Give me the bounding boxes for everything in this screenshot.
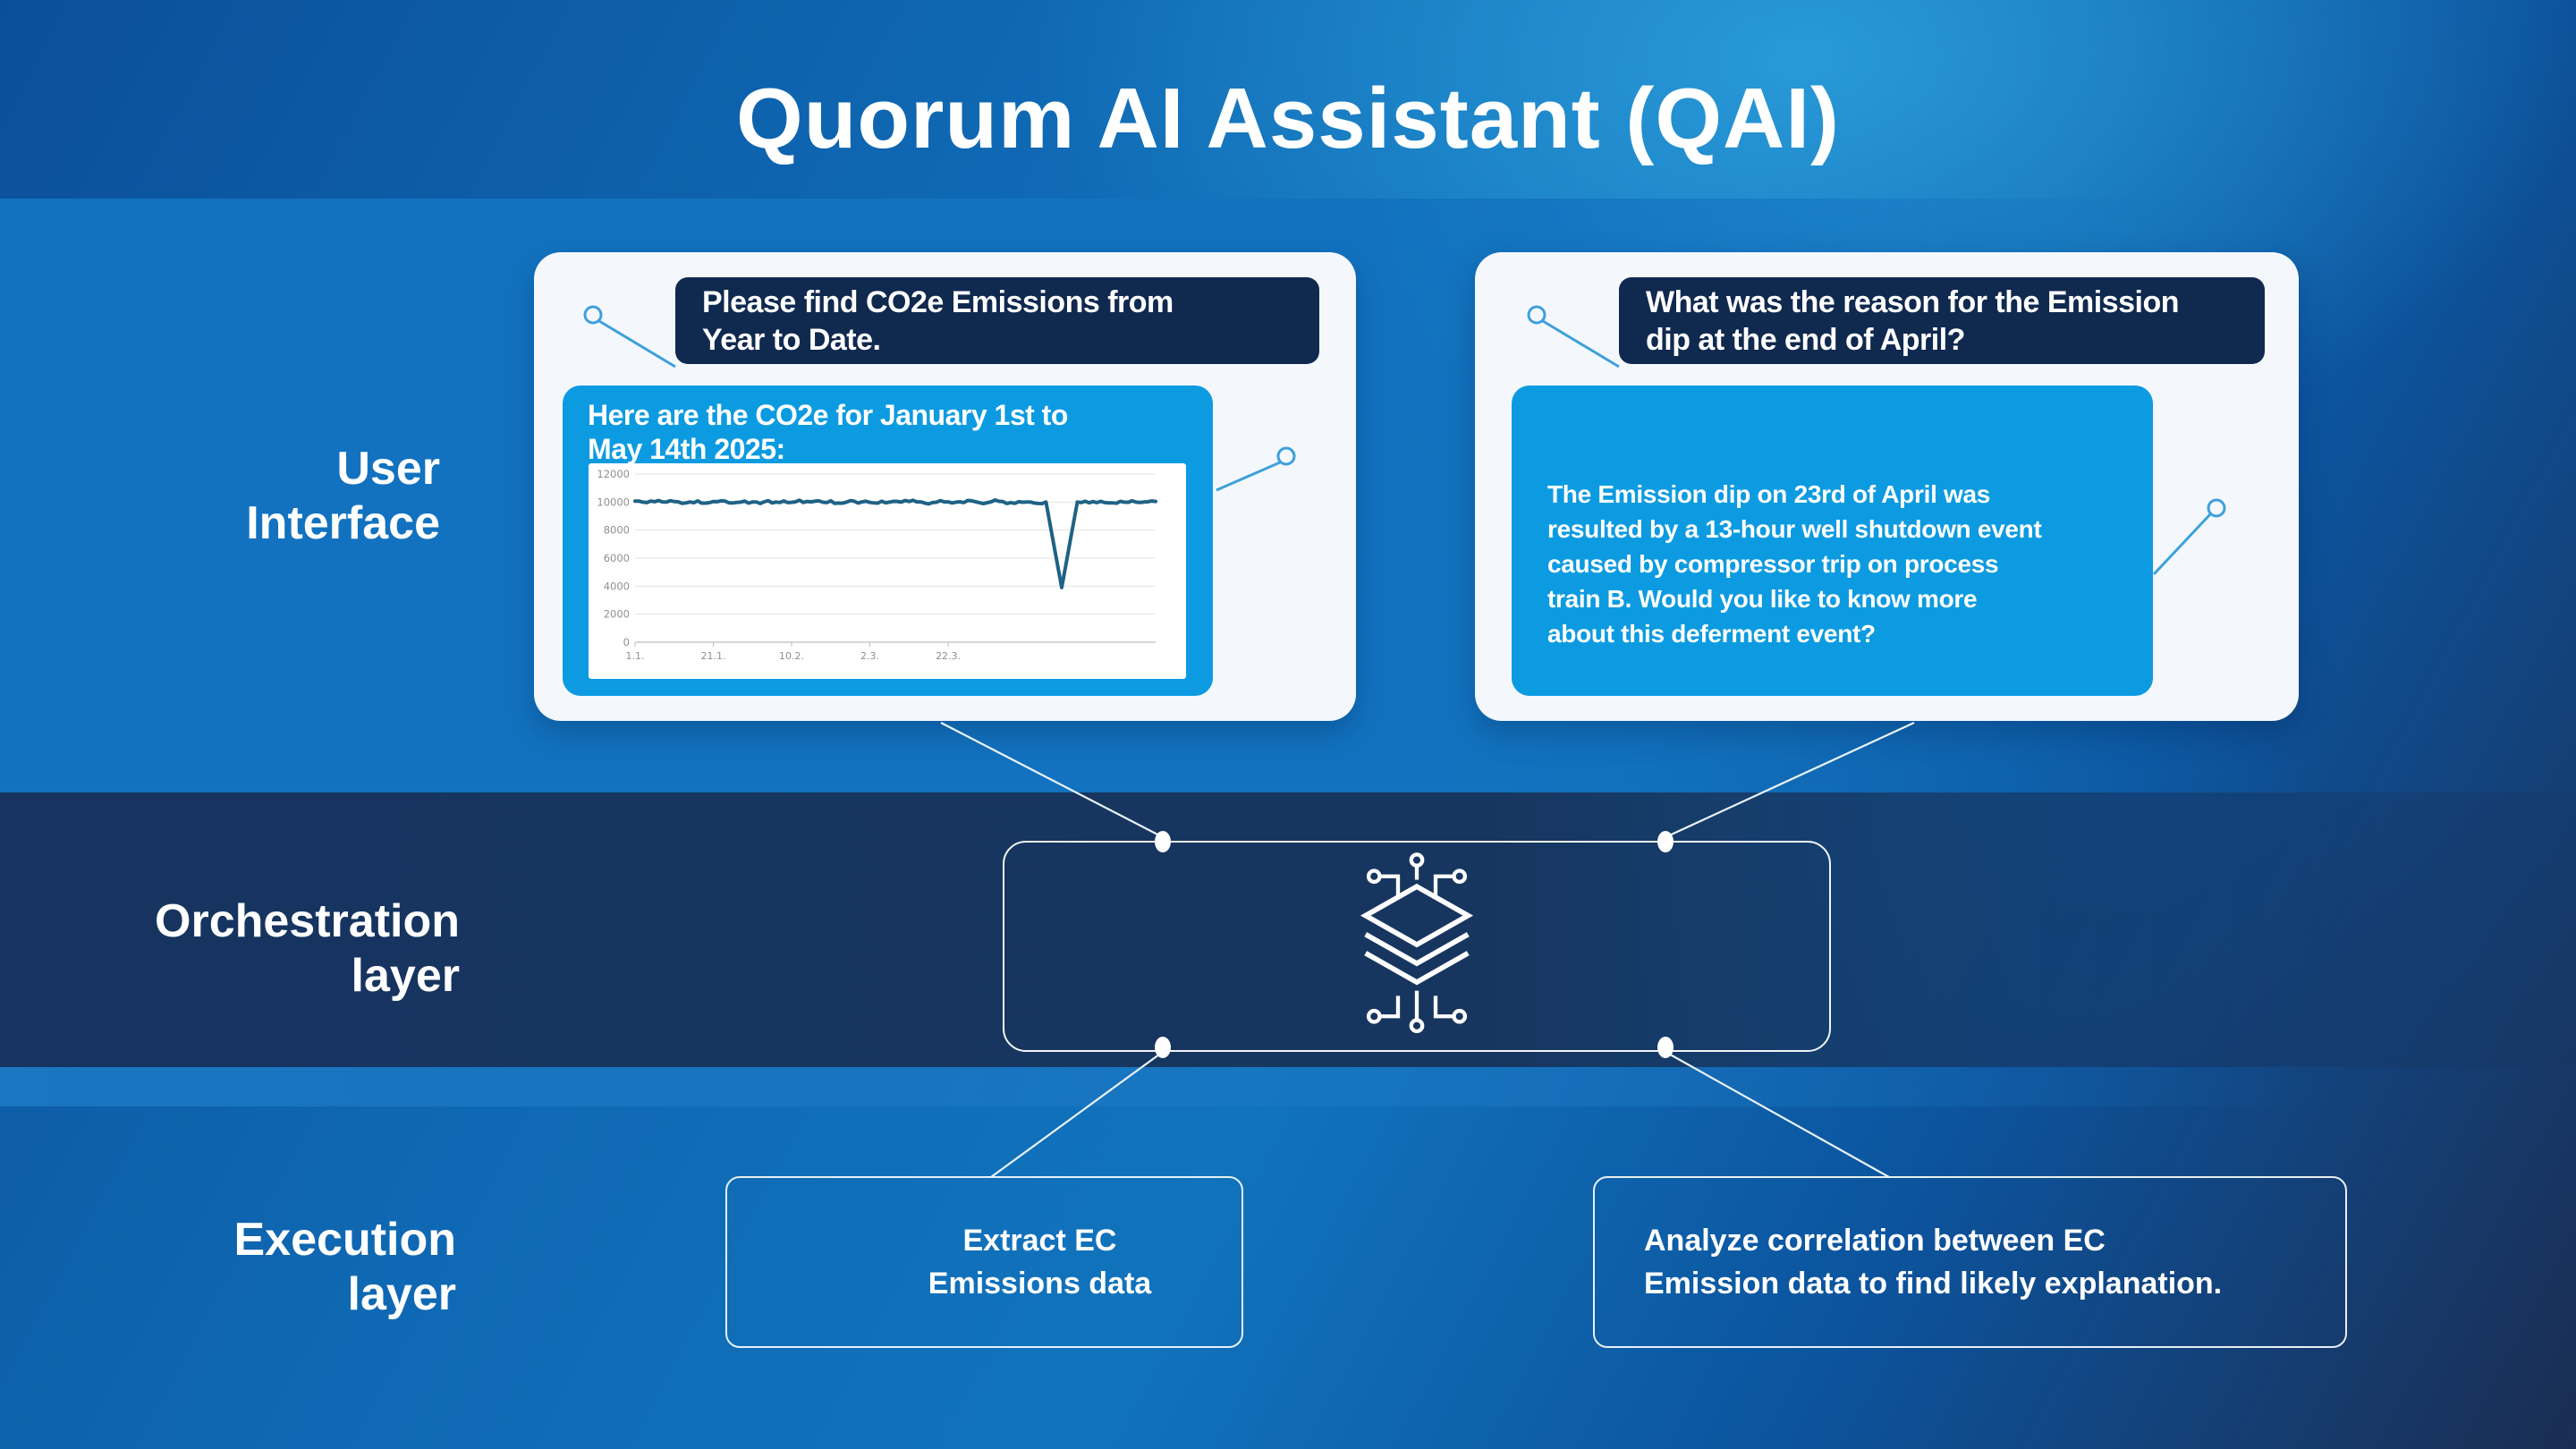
x-axis-tick-label: 22.3. xyxy=(936,650,961,662)
y-axis-tick-label: 10000 xyxy=(597,496,630,508)
emissions-series-line xyxy=(633,498,1157,589)
assistant-message-text: The Emission dip on 23rd of April was re… xyxy=(1547,480,2042,648)
y-axis-tick-label: 2000 xyxy=(604,608,630,621)
layer-label-orchestration: Orchestration layer xyxy=(155,895,460,1002)
assistant-message-bubble: The Emission dip on 23rd of April was re… xyxy=(1512,386,2153,696)
y-axis-tick-label: 12000 xyxy=(597,468,630,480)
chat-card-emissions: Please find CO2e Emissions from Year to … xyxy=(534,252,1356,721)
execution-band-top-strip xyxy=(0,1067,2576,1106)
chat-card-explanation: What was the reason for the Emission dip… xyxy=(1475,252,2299,721)
y-axis-tick-label: 6000 xyxy=(604,552,630,564)
layers-circuit-icon xyxy=(1360,852,1474,1034)
assistant-message-bubble: Here are the CO2e for January 1st to May… xyxy=(563,386,1213,696)
execution-box-label: Analyze correlation between EC Emission … xyxy=(1644,1224,2223,1301)
layer-label-execution: Execution layer xyxy=(233,1214,457,1320)
user-message-bubble: What was the reason for the Emission dip… xyxy=(1619,277,2265,364)
layer-label-user-interface: User Interface xyxy=(246,443,440,549)
emissions-line-chart: 0 2000 4000 6000 8000 10000 12000 1.1. 21.1. 10.2… xyxy=(589,463,1186,679)
execution-box-analyze: Analyze correlation between EC Emission … xyxy=(1593,1176,2347,1348)
user-message-bubble: Please find CO2e Emissions from Year to … xyxy=(675,277,1319,364)
assistant-heading: Here are the CO2e for January 1st to May… xyxy=(588,399,1068,465)
orchestration-box xyxy=(1003,841,1831,1052)
y-axis-tick-label: 4000 xyxy=(604,580,630,592)
execution-box-label: Extract EC Emissions data xyxy=(928,1224,1152,1301)
x-axis-tick-label: 10.2. xyxy=(779,650,804,662)
orchestration-band xyxy=(0,792,2576,1067)
y-axis-tick-label: 8000 xyxy=(604,524,630,537)
y-axis-tick-label: 0 xyxy=(623,636,630,648)
page-title: Quorum AI Assistant (QAI) xyxy=(736,71,1840,166)
execution-box-extract: Extract EC Emissions data xyxy=(725,1176,1243,1348)
x-axis-tick-label: 1.1. xyxy=(626,650,645,662)
x-axis-tick-label: 21.1. xyxy=(701,650,726,662)
x-axis-tick-label: 2.3. xyxy=(860,650,879,662)
